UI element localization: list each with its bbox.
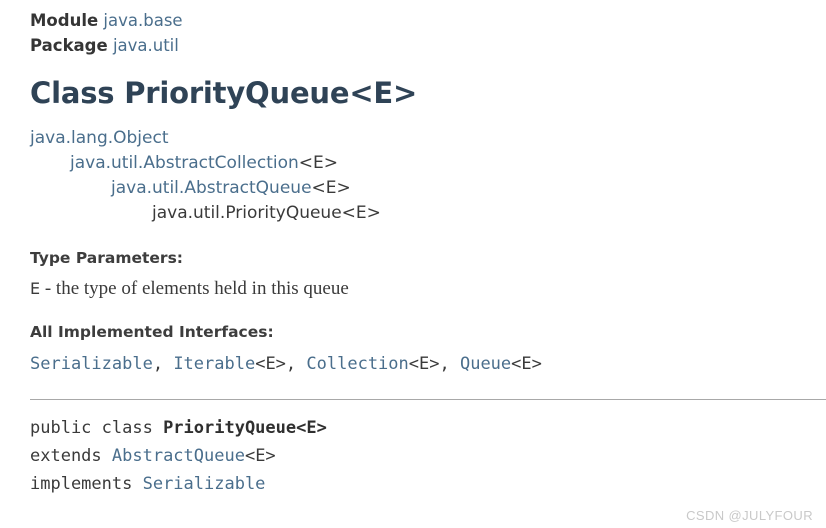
inheritance-current-class: java.util.PriorityQueue xyxy=(152,203,342,223)
module-label: Module xyxy=(30,11,99,30)
page-title: Class PriorityQueue<E> xyxy=(30,76,418,110)
signature-implements-keyword: implements xyxy=(30,474,143,494)
section-divider xyxy=(30,399,826,400)
interface-link-serializable[interactable]: Serializable xyxy=(30,354,153,374)
inheritance-generic: <E> xyxy=(298,153,338,173)
package-link[interactable]: java.util xyxy=(112,36,179,55)
inheritance-generic: <E> xyxy=(341,203,381,223)
type-parameter-entry: E - the type of elements held in this qu… xyxy=(30,278,826,300)
signature-interface-link[interactable]: Serializable xyxy=(142,474,266,494)
interface-generic: <E> xyxy=(255,354,286,374)
inheritance-row: java.lang.Object xyxy=(30,126,826,151)
module-line: Module java.base xyxy=(30,8,826,33)
interface-link-queue[interactable]: Queue xyxy=(459,354,512,374)
interface-separator: , xyxy=(152,354,174,374)
signature-classname: PriorityQueue<E> xyxy=(163,418,327,438)
package-line: Package java.util xyxy=(30,33,826,58)
class-signature: public class PriorityQueue<E> extends Ab… xyxy=(30,414,826,498)
inheritance-tree: java.lang.Object java.util.AbstractColle… xyxy=(30,126,826,226)
inheritance-link[interactable]: java.lang.Object xyxy=(30,128,169,148)
signature-line-implements: implements Serializable xyxy=(30,470,826,498)
interface-separator: , xyxy=(439,354,460,374)
content-area: Module java.base Package java.util Class… xyxy=(30,8,826,498)
implemented-interfaces-list: Serializable, Iterable<E>, Collection<E>… xyxy=(30,352,826,376)
interface-link-collection[interactable]: Collection xyxy=(306,354,409,374)
signature-line-extends: extends AbstractQueue<E> xyxy=(30,442,826,470)
inheritance-link[interactable]: java.util.AbstractQueue xyxy=(111,178,312,198)
inheritance-generic: <E> xyxy=(311,178,351,198)
signature-superclass-generic: <E> xyxy=(244,446,276,466)
signature-superclass-link[interactable]: AbstractQueue xyxy=(111,446,245,466)
implemented-interfaces-label: All Implemented Interfaces: xyxy=(30,323,274,341)
inheritance-link[interactable]: java.util.AbstractCollection xyxy=(70,153,299,173)
type-parameter-name: E xyxy=(30,279,41,298)
watermark: CSDN @JULYFOUR xyxy=(686,508,813,523)
signature-keywords: public class xyxy=(30,418,164,438)
inheritance-row: java.util.AbstractCollection<E> xyxy=(30,151,826,176)
inheritance-row: java.util.AbstractQueue<E> xyxy=(30,176,826,201)
interface-link-iterable[interactable]: Iterable xyxy=(173,354,256,374)
interface-generic: <E> xyxy=(511,354,542,374)
type-parameter-description: - the type of elements held in this queu… xyxy=(40,278,349,299)
interface-generic: <E> xyxy=(408,354,440,374)
signature-extends-keyword: extends xyxy=(30,446,112,466)
inheritance-row-current: java.util.PriorityQueue<E> xyxy=(30,201,826,226)
module-link[interactable]: java.base xyxy=(103,11,183,30)
type-parameters-label: Type Parameters: xyxy=(30,249,184,267)
interface-separator: , xyxy=(285,354,307,374)
package-label: Package xyxy=(30,36,108,55)
signature-line-declaration: public class PriorityQueue<E> xyxy=(30,414,826,442)
